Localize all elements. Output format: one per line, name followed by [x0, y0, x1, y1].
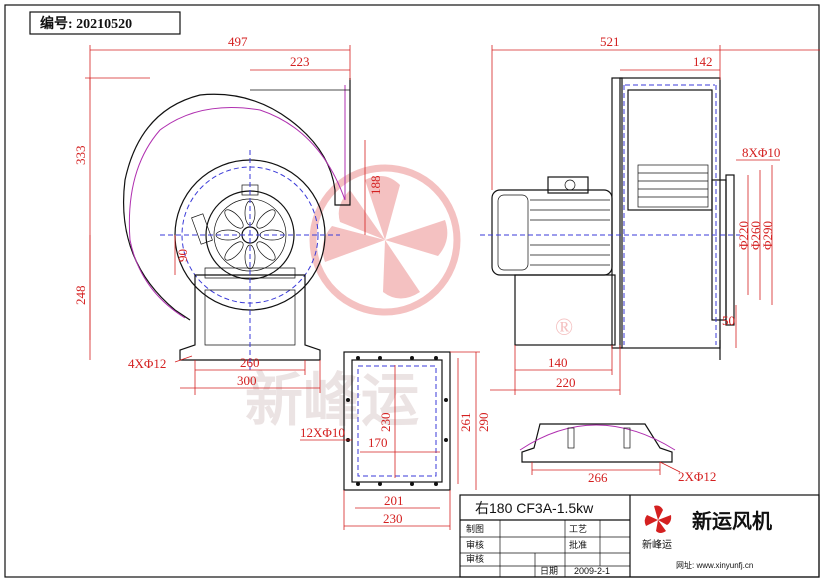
website: 网址: www.xinyunfj.cn: [676, 560, 753, 570]
model-name: 右180 CF3A-1.5kw: [475, 500, 594, 516]
dim-230-h: 230: [383, 511, 403, 526]
dim-220: 220: [556, 375, 576, 390]
right-view: 521 142 8XΦ10 Φ220 Φ260 Φ290 50 140 220: [480, 34, 820, 395]
sheet-border: [4, 4, 820, 578]
company-name: 新运风机: [692, 509, 772, 533]
dim-230-v: 230: [378, 413, 393, 433]
dim-d220: Φ220: [736, 221, 751, 250]
dim-holes-8: 8XΦ10: [742, 145, 780, 160]
dim-140: 140: [548, 355, 568, 370]
label-approve: 批准: [569, 539, 587, 550]
date-value: 2009-2-1: [574, 566, 610, 576]
dim-248: 248: [73, 286, 88, 306]
dim-260: 260: [240, 355, 260, 370]
dim-223: 223: [290, 54, 310, 69]
dim-d260: Φ260: [748, 221, 763, 250]
dim-261: 261: [458, 413, 473, 433]
label-craft: 工艺: [569, 524, 587, 534]
watermark: ® 新峰运: [245, 164, 573, 433]
dim-300: 300: [237, 373, 257, 388]
dim-521: 521: [600, 34, 620, 49]
dim-170: 170: [368, 435, 388, 450]
label-review: 审核: [466, 553, 484, 564]
dim-497: 497: [228, 34, 248, 49]
dim-290: 290: [476, 413, 491, 433]
brand-logo-text: 新峰运: [642, 538, 672, 551]
foot-view: 266 2XΦ12: [519, 423, 716, 485]
dim-50: 50: [722, 313, 735, 328]
registered-mark: ®: [555, 315, 573, 341]
dim-188: 188: [368, 176, 383, 196]
dim-201: 201: [384, 493, 404, 508]
drawing-number-box: [29, 11, 181, 35]
dim-holes-2: 2XΦ12: [678, 469, 716, 484]
left-view: 497 223 333 188 90 248 260 300 4XΦ12: [73, 34, 383, 395]
label-check: 审核: [466, 539, 484, 550]
dim-d290: Φ290: [760, 221, 775, 250]
dim-142: 142: [693, 54, 713, 69]
dim-333: 333: [73, 146, 88, 166]
dim-holes-12: 12XΦ10: [300, 425, 345, 440]
dim-holes-4: 4XΦ12: [128, 356, 166, 371]
dim-90: 90: [175, 249, 190, 262]
label-date: 日期: [540, 566, 558, 576]
flange-view: 170 230 261 290 201 230 12XΦ10: [300, 351, 491, 530]
label-draw: 制图: [466, 523, 484, 534]
dim-266: 266: [588, 470, 608, 485]
drawing-number: 编号: 20210520: [40, 15, 132, 32]
brand-logo: [644, 505, 672, 533]
watermark-text: 新峰运: [245, 368, 419, 433]
title-block: 右180 CF3A-1.5kw 制图 审核 审核 工艺 批准 日期 2009-2…: [459, 494, 820, 578]
